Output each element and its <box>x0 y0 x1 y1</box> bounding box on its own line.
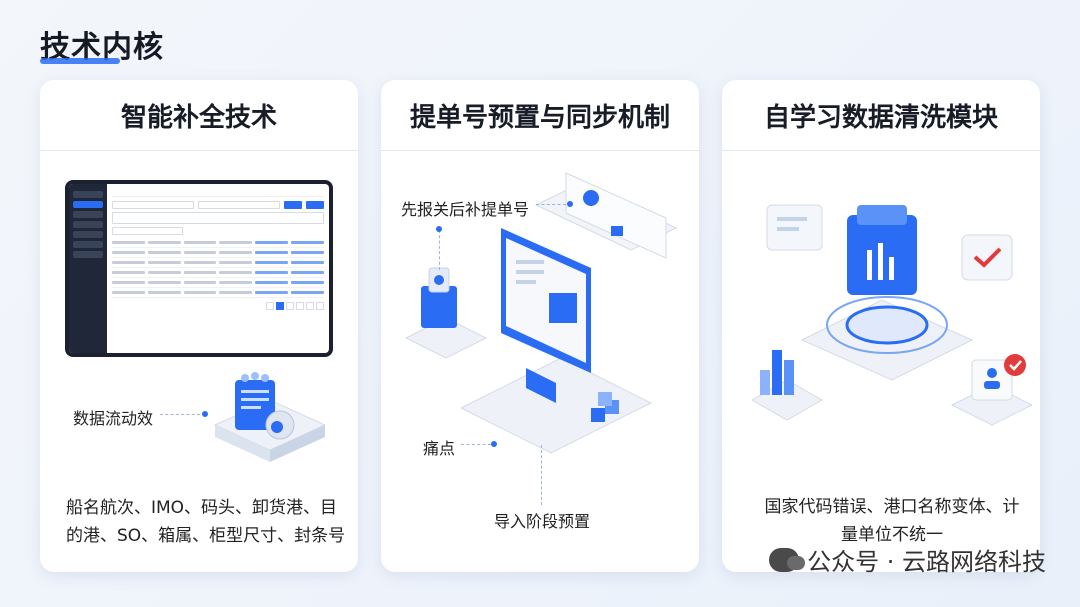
card-body: 船名航次、IMO、码头、卸货港、目的港、SO、箱属、柜型尺寸、封条号 <box>66 498 346 546</box>
card-body: 国家代码错误、港口名称变体、计量单位不统一 <box>764 497 1020 545</box>
server-data-icon <box>213 372 327 462</box>
card-header: 智能补全技术 <box>40 80 358 151</box>
label-import-preset: 导入阶段预置 <box>494 512 591 531</box>
card-title: 提单号预置与同步机制 <box>409 102 670 133</box>
card-smart-completion: 智能补全技术 <box>40 80 358 572</box>
title-underline <box>40 58 120 64</box>
card-bl-number-sync: 提单号预置与同步机制 先报关后补提单号 痛点 导入阶段预置 <box>381 80 699 572</box>
card-self-learning-cleansing: 自学习数据清洗模块 国家代码错误、港口名称变体、计量单位不统一 <box>722 80 1040 572</box>
card-header: 自学习数据清洗模块 <box>722 80 1040 151</box>
watermark: 公众号 · 云路网络科技 <box>769 542 1046 577</box>
sync-isometric-illustration <box>404 172 678 454</box>
card-title: 智能补全技术 <box>120 102 277 133</box>
label-pain-point: 痛点 <box>423 439 456 458</box>
app-screenshot-mock <box>65 180 333 357</box>
card-header: 提单号预置与同步机制 <box>381 80 699 151</box>
data-flow-label: 数据流动效 <box>73 409 154 428</box>
label-customs-first: 先报关后补提单号 <box>401 200 530 219</box>
card-title: 自学习数据清洗模块 <box>763 102 998 133</box>
data-cleansing-illustration <box>750 204 1032 426</box>
watermark-text: 公众号 · 云路网络科技 <box>807 548 1046 576</box>
wechat-icon <box>769 547 806 572</box>
